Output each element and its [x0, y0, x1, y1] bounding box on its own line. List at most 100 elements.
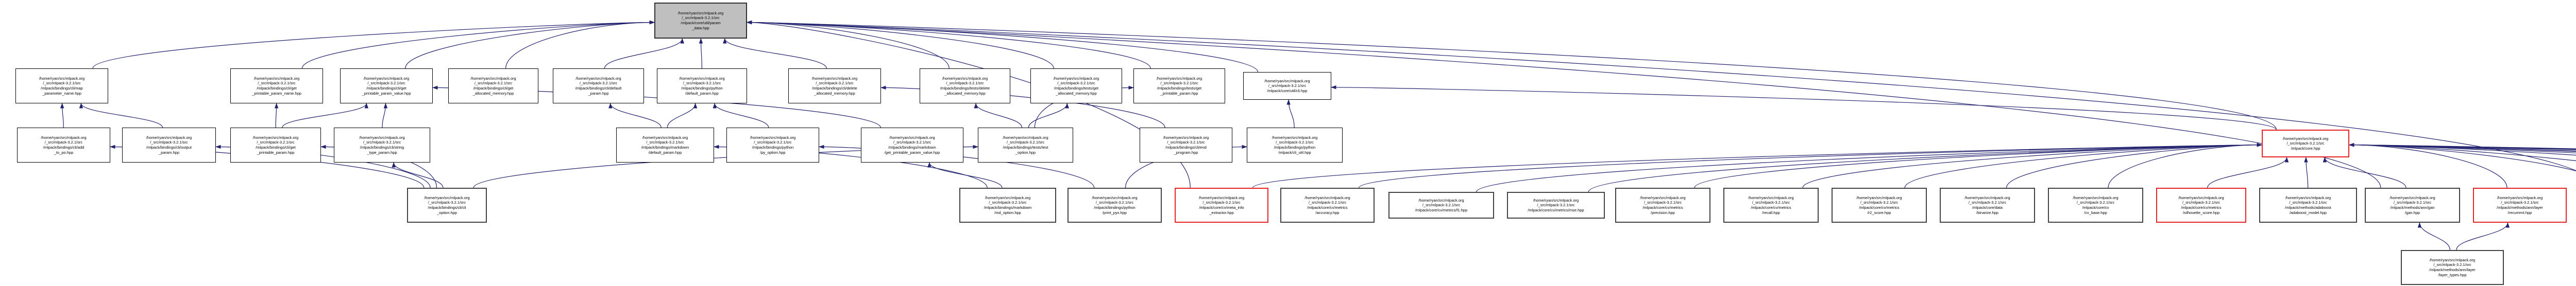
edge-n4_17-to-root	[746, 20, 2576, 171]
graph-node-n3_6[interactable]: /home/ryan/src/mlpack.org/_src/mlpack-3.…	[726, 128, 819, 163]
node-label-line: /_src/mlpack-3.2.1/src	[893, 140, 931, 145]
node-label-line: /mlpack/bindings/cli/cli	[428, 205, 466, 210]
node-label-line: /home/ryan/src/mlpack.org	[2389, 195, 2435, 200]
node-label-line: /_src/mlpack-3.2.1/src	[1268, 83, 1307, 88]
edge-n3_8-to-n2_8	[974, 102, 1023, 128]
graph-node-n4_3[interactable]: /home/ryan/src/mlpack.org/_src/mlpack-3.…	[1067, 188, 1162, 223]
node-label-line: /layer_types.hpp	[2438, 272, 2467, 277]
graph-node-n4_15[interactable]: /home/ryan/src/mlpack.org/_src/mlpack-3.…	[2365, 188, 2460, 223]
node-label-line: _param.hpp	[158, 150, 180, 155]
node-label-line: /mlpack/bindings/cli/map	[41, 86, 83, 91]
graph-node-core[interactable]: /home/ryan/src/mlpack.org/_src/mlpack-3.…	[2262, 130, 2349, 157]
graph-node-n4_7[interactable]: /home/ryan/src/mlpack.org/_src/mlpack-3.…	[1507, 192, 1605, 219]
graph-node-n2_6[interactable]: /home/ryan/src/mlpack.org/_src/mlpack-3.…	[657, 68, 747, 103]
node-label-line: /_src/mlpack-3.2.1/src	[43, 81, 81, 86]
graph-node-n2_5[interactable]: /home/ryan/src/mlpack.org/_src/mlpack-3.…	[553, 68, 644, 103]
node-label-line: /mlpack/bindings/markdown	[888, 145, 936, 150]
node-label-line: /mlpack/bindings/python	[1274, 145, 1316, 150]
node-label-line: /_src/mlpack-3.2.1/src	[1276, 140, 1314, 145]
node-label-line: /default_param.hpp	[685, 91, 719, 96]
node-label-line: /mlpack/methods/ann/layer	[2429, 267, 2476, 272]
edge-n4_6-to-core	[1476, 142, 2263, 192]
node-label-line: /mlpack/methods/ann/layer	[2497, 205, 2543, 210]
node-label-line: /mlpack/bindings/cli/get	[256, 145, 296, 150]
node-label-line: /mlpack/core/cv/metrics/f1.hpp	[1415, 207, 1468, 212]
node-label-line: _printable_param.hpp	[257, 150, 295, 155]
node-label-line: /home/ryan/src/mlpack.org	[2282, 136, 2329, 141]
graph-node-n4_1[interactable]: /home/ryan/src/mlpack.org/_src/mlpack-3.…	[407, 188, 487, 223]
graph-node-n4_9[interactable]: /home/ryan/src/mlpack.org/_src/mlpack-3.…	[1723, 188, 1819, 223]
graph-node-n3_2[interactable]: /home/ryan/src/mlpack.org/_src/mlpack-3.…	[122, 128, 216, 163]
node-label-line: /r2_score.hpp	[1867, 210, 1891, 215]
graph-node-n4_8[interactable]: /home/ryan/src/mlpack.org/_src/mlpack-3.…	[1615, 188, 1710, 223]
graph-node-n2_7[interactable]: /home/ryan/src/mlpack.org/_src/mlpack-3.…	[788, 68, 881, 103]
graph-node-n4_5[interactable]: /home/ryan/src/mlpack.org/_src/mlpack-3.…	[1280, 188, 1375, 223]
graph-node-n2_8[interactable]: /home/ryan/src/mlpack.org/_src/mlpack-3.…	[920, 68, 1010, 103]
node-label-line: _allocated_memory.hpp	[814, 91, 855, 96]
graph-node-n3_9[interactable]: /home/ryan/src/mlpack.org/_src/mlpack-3.…	[1140, 128, 1232, 163]
node-label-line: /mlpack/methods/ann/gan	[2390, 205, 2435, 210]
graph-node-n2_1[interactable]: /home/ryan/src/mlpack.org/_src/mlpack-3.…	[15, 68, 108, 103]
graph-node-n4_12[interactable]: /home/ryan/src/mlpack.org/_src/mlpack-3.…	[2048, 188, 2143, 223]
edge-n4_22-to-core	[2348, 142, 2576, 152]
graph-node-n2_4[interactable]: /home/ryan/src/mlpack.org/_src/mlpack-3.…	[448, 68, 538, 103]
edge-core-to-n2_11	[1330, 85, 2277, 130]
node-label-line: /home/ryan/src/mlpack.org	[1640, 195, 1686, 200]
graph-node-n4_16[interactable]: /home/ryan/src/mlpack.org/_src/mlpack-3.…	[2473, 188, 2567, 223]
graph-node-n3_5[interactable]: /home/ryan/src/mlpack.org/_src/mlpack-3.…	[616, 128, 714, 163]
graph-node-n4_2[interactable]: /home/ryan/src/mlpack.org/_src/mlpack-3.…	[959, 188, 1056, 223]
graph-node-n4_4[interactable]: /home/ryan/src/mlpack.org/_src/mlpack-3.…	[1175, 188, 1268, 223]
node-label-line: /home/ryan/src/mlpack.org	[1163, 135, 1209, 140]
graph-node-n4_13[interactable]: /home/ryan/src/mlpack.org/_src/mlpack-3.…	[2156, 188, 2246, 223]
node-label-line: _to_po.hpp	[54, 150, 74, 155]
node-label-line: /home/ryan/src/mlpack.org	[679, 76, 725, 81]
graph-node-n3_8[interactable]: /home/ryan/src/mlpack.org/_src/mlpack-3.…	[978, 128, 1073, 163]
node-label-line: _option.hpp	[1015, 150, 1036, 155]
node-label-line: /mlpack/core.hpp	[2291, 146, 2320, 151]
graph-node-n3_3[interactable]: /home/ryan/src/mlpack.org/_src/mlpack-3.…	[230, 128, 321, 163]
node-label-line: /_src/mlpack-3.2.1/src	[1968, 200, 2007, 205]
node-label-line: /_src/mlpack-3.2.1/src	[683, 81, 721, 86]
node-label-line: /py_option.hpp	[760, 150, 786, 155]
graph-node-n3_1[interactable]: /home/ryan/src/mlpack.org/_src/mlpack-3.…	[17, 128, 110, 163]
node-label-line: /recurrent.hpp	[2507, 210, 2532, 215]
graph-node-n4_11[interactable]: /home/ryan/src/mlpack.org/_src/mlpack-3.…	[1940, 188, 2035, 223]
edge-n2_9-to-root	[746, 20, 1054, 69]
edge-n2_7-to-root	[723, 38, 827, 69]
node-label-line: /mlpack/bindings/python	[1094, 205, 1136, 210]
node-label-line: /_src/mlpack-3.2.1/src	[474, 81, 513, 86]
graph-node-n2_11[interactable]: /home/ryan/src/mlpack.org/_src/mlpack-3.…	[1243, 72, 1331, 100]
graph-node-n5_1[interactable]: /home/ryan/src/mlpack.org/_src/mlpack-3.…	[2401, 250, 2504, 285]
edge-n2_6-to-root	[699, 38, 703, 69]
node-label-line: /home/ryan/src/mlpack.org	[1964, 195, 2010, 200]
graph-node-n2_10[interactable]: /home/ryan/src/mlpack.org/_src/mlpack-3.…	[1133, 68, 1225, 103]
node-label-line: /home/ryan/src/mlpack.org	[470, 76, 516, 81]
node-label-line: /home/ryan/src/mlpack.org	[1156, 76, 1202, 81]
node-label-line: /mlpack/core/cv/metrics	[1642, 205, 1683, 210]
node-label-line: /_src/mlpack-3.2.1/src	[1308, 200, 1347, 205]
edge-n4_18-to-core	[2348, 142, 2576, 162]
graph-node-n4_6[interactable]: /home/ryan/src/mlpack.org/_src/mlpack-3.…	[1388, 192, 1494, 219]
node-label-line: /mlpack/core/cv/metrics/mse.hpp	[1528, 207, 1584, 212]
edge-n2_4-to-root	[505, 20, 655, 69]
node-label-line: /_src/mlpack-3.2.1/src	[1643, 200, 1682, 205]
graph-node-n4_10[interactable]: /home/ryan/src/mlpack.org/_src/mlpack-3.…	[1832, 188, 1927, 223]
graph-root-node-param_data-hpp[interactable]: /home/ryan/src/mlpack.org/_src/mlpack-3.…	[654, 3, 747, 39]
node-label-line: /mlpack/core/cv/metrics	[1859, 205, 1900, 210]
graph-node-n2_2[interactable]: /home/ryan/src/mlpack.org/_src/mlpack-3.…	[230, 68, 323, 103]
node-label-line: /home/ryan/src/mlpack.org	[39, 76, 85, 81]
node-label-line: /home/ryan/src/mlpack.org	[1418, 198, 1464, 203]
graph-node-n3_4[interactable]: /home/ryan/src/mlpack.org/_src/mlpack-3.…	[334, 128, 430, 163]
graph-node-n2_3[interactable]: /home/ryan/src/mlpack.org/_src/mlpack-3.…	[340, 68, 433, 103]
graph-node-n2_9[interactable]: /home/ryan/src/mlpack.org/_src/mlpack-3.…	[1030, 68, 1122, 103]
node-label-line: /home/ryan/src/mlpack.org	[811, 76, 858, 81]
graph-node-n3_7[interactable]: /home/ryan/src/mlpack.org/_src/mlpack-3.…	[861, 128, 963, 163]
node-label-line: /mlpack/core/cv/metrics	[1751, 205, 1791, 210]
node-label-line: /_src/mlpack-3.2.1/src	[1537, 203, 1575, 208]
graph-node-n4_14[interactable]: /home/ryan/src/mlpack.org/_src/mlpack-3.…	[2259, 188, 2357, 223]
node-label-line: /_src/mlpack-3.2.1/src	[1006, 140, 1045, 145]
edge-n5_1-to-n4_16	[2456, 222, 2510, 251]
node-label-line: /home/ryan/src/mlpack.org	[1533, 198, 1579, 203]
node-label-line: /_src/mlpack-3.2.1/src	[257, 140, 295, 145]
graph-node-n3_10[interactable]: /home/ryan/src/mlpack.org/_src/mlpack-3.…	[1247, 128, 1343, 163]
